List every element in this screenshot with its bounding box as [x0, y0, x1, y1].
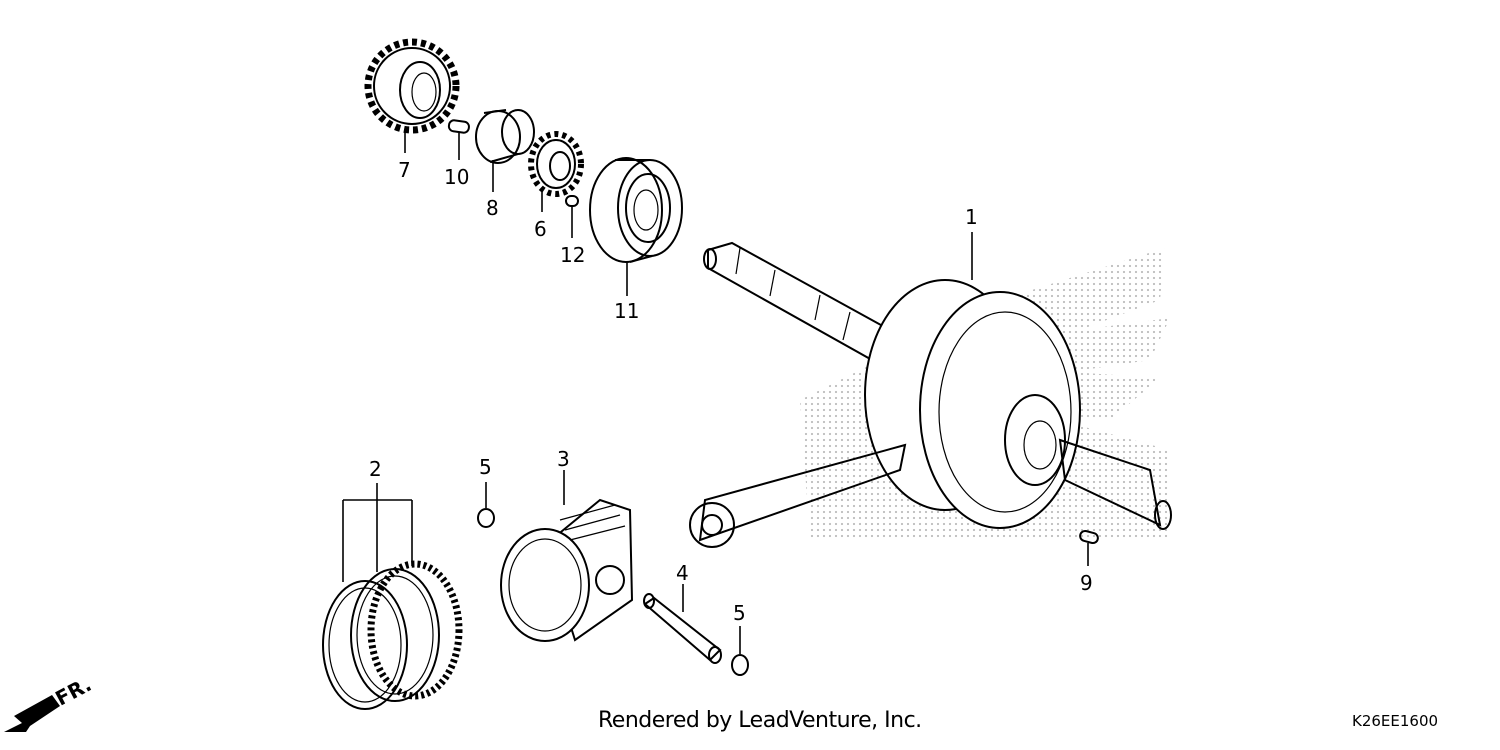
key-part-12[interactable]: [565, 195, 579, 207]
callout-11: 11: [614, 299, 639, 323]
diagram-code: K26EE1600: [1352, 712, 1439, 730]
key-part-10[interactable]: [447, 119, 470, 134]
clip-part-5-lower[interactable]: [731, 654, 749, 676]
callout-10: 10: [444, 165, 469, 189]
callout-2: 2: [369, 457, 382, 481]
piston-part[interactable]: [500, 498, 634, 642]
callout-9: 9: [1080, 571, 1093, 595]
callout-3: 3: [557, 447, 570, 471]
crankshaft-part[interactable]: [689, 241, 1172, 548]
key-part-9[interactable]: [1079, 529, 1099, 545]
ball-bearing-part[interactable]: [589, 157, 683, 263]
callout-1: 1: [965, 205, 978, 229]
callout-12: 12: [560, 243, 585, 267]
render-credit: Rendered by LeadVenture, Inc.: [598, 708, 922, 733]
piston-pin-part[interactable]: [643, 593, 722, 664]
clip-part-5-upper[interactable]: [477, 508, 495, 528]
sprocket-small-part[interactable]: [528, 131, 584, 197]
front-direction-arrow-icon: [4, 695, 60, 732]
callout-6: 6: [534, 217, 547, 241]
collar-part-8[interactable]: [475, 109, 535, 164]
piston-rings-part[interactable]: [322, 560, 463, 710]
callout-7: 7: [398, 158, 411, 182]
gear-large-part[interactable]: [364, 38, 460, 134]
callout-5-upper: 5: [479, 455, 492, 479]
callout-8: 8: [486, 196, 499, 220]
callout-4: 4: [676, 561, 689, 585]
callout-5-lower: 5: [733, 601, 746, 625]
